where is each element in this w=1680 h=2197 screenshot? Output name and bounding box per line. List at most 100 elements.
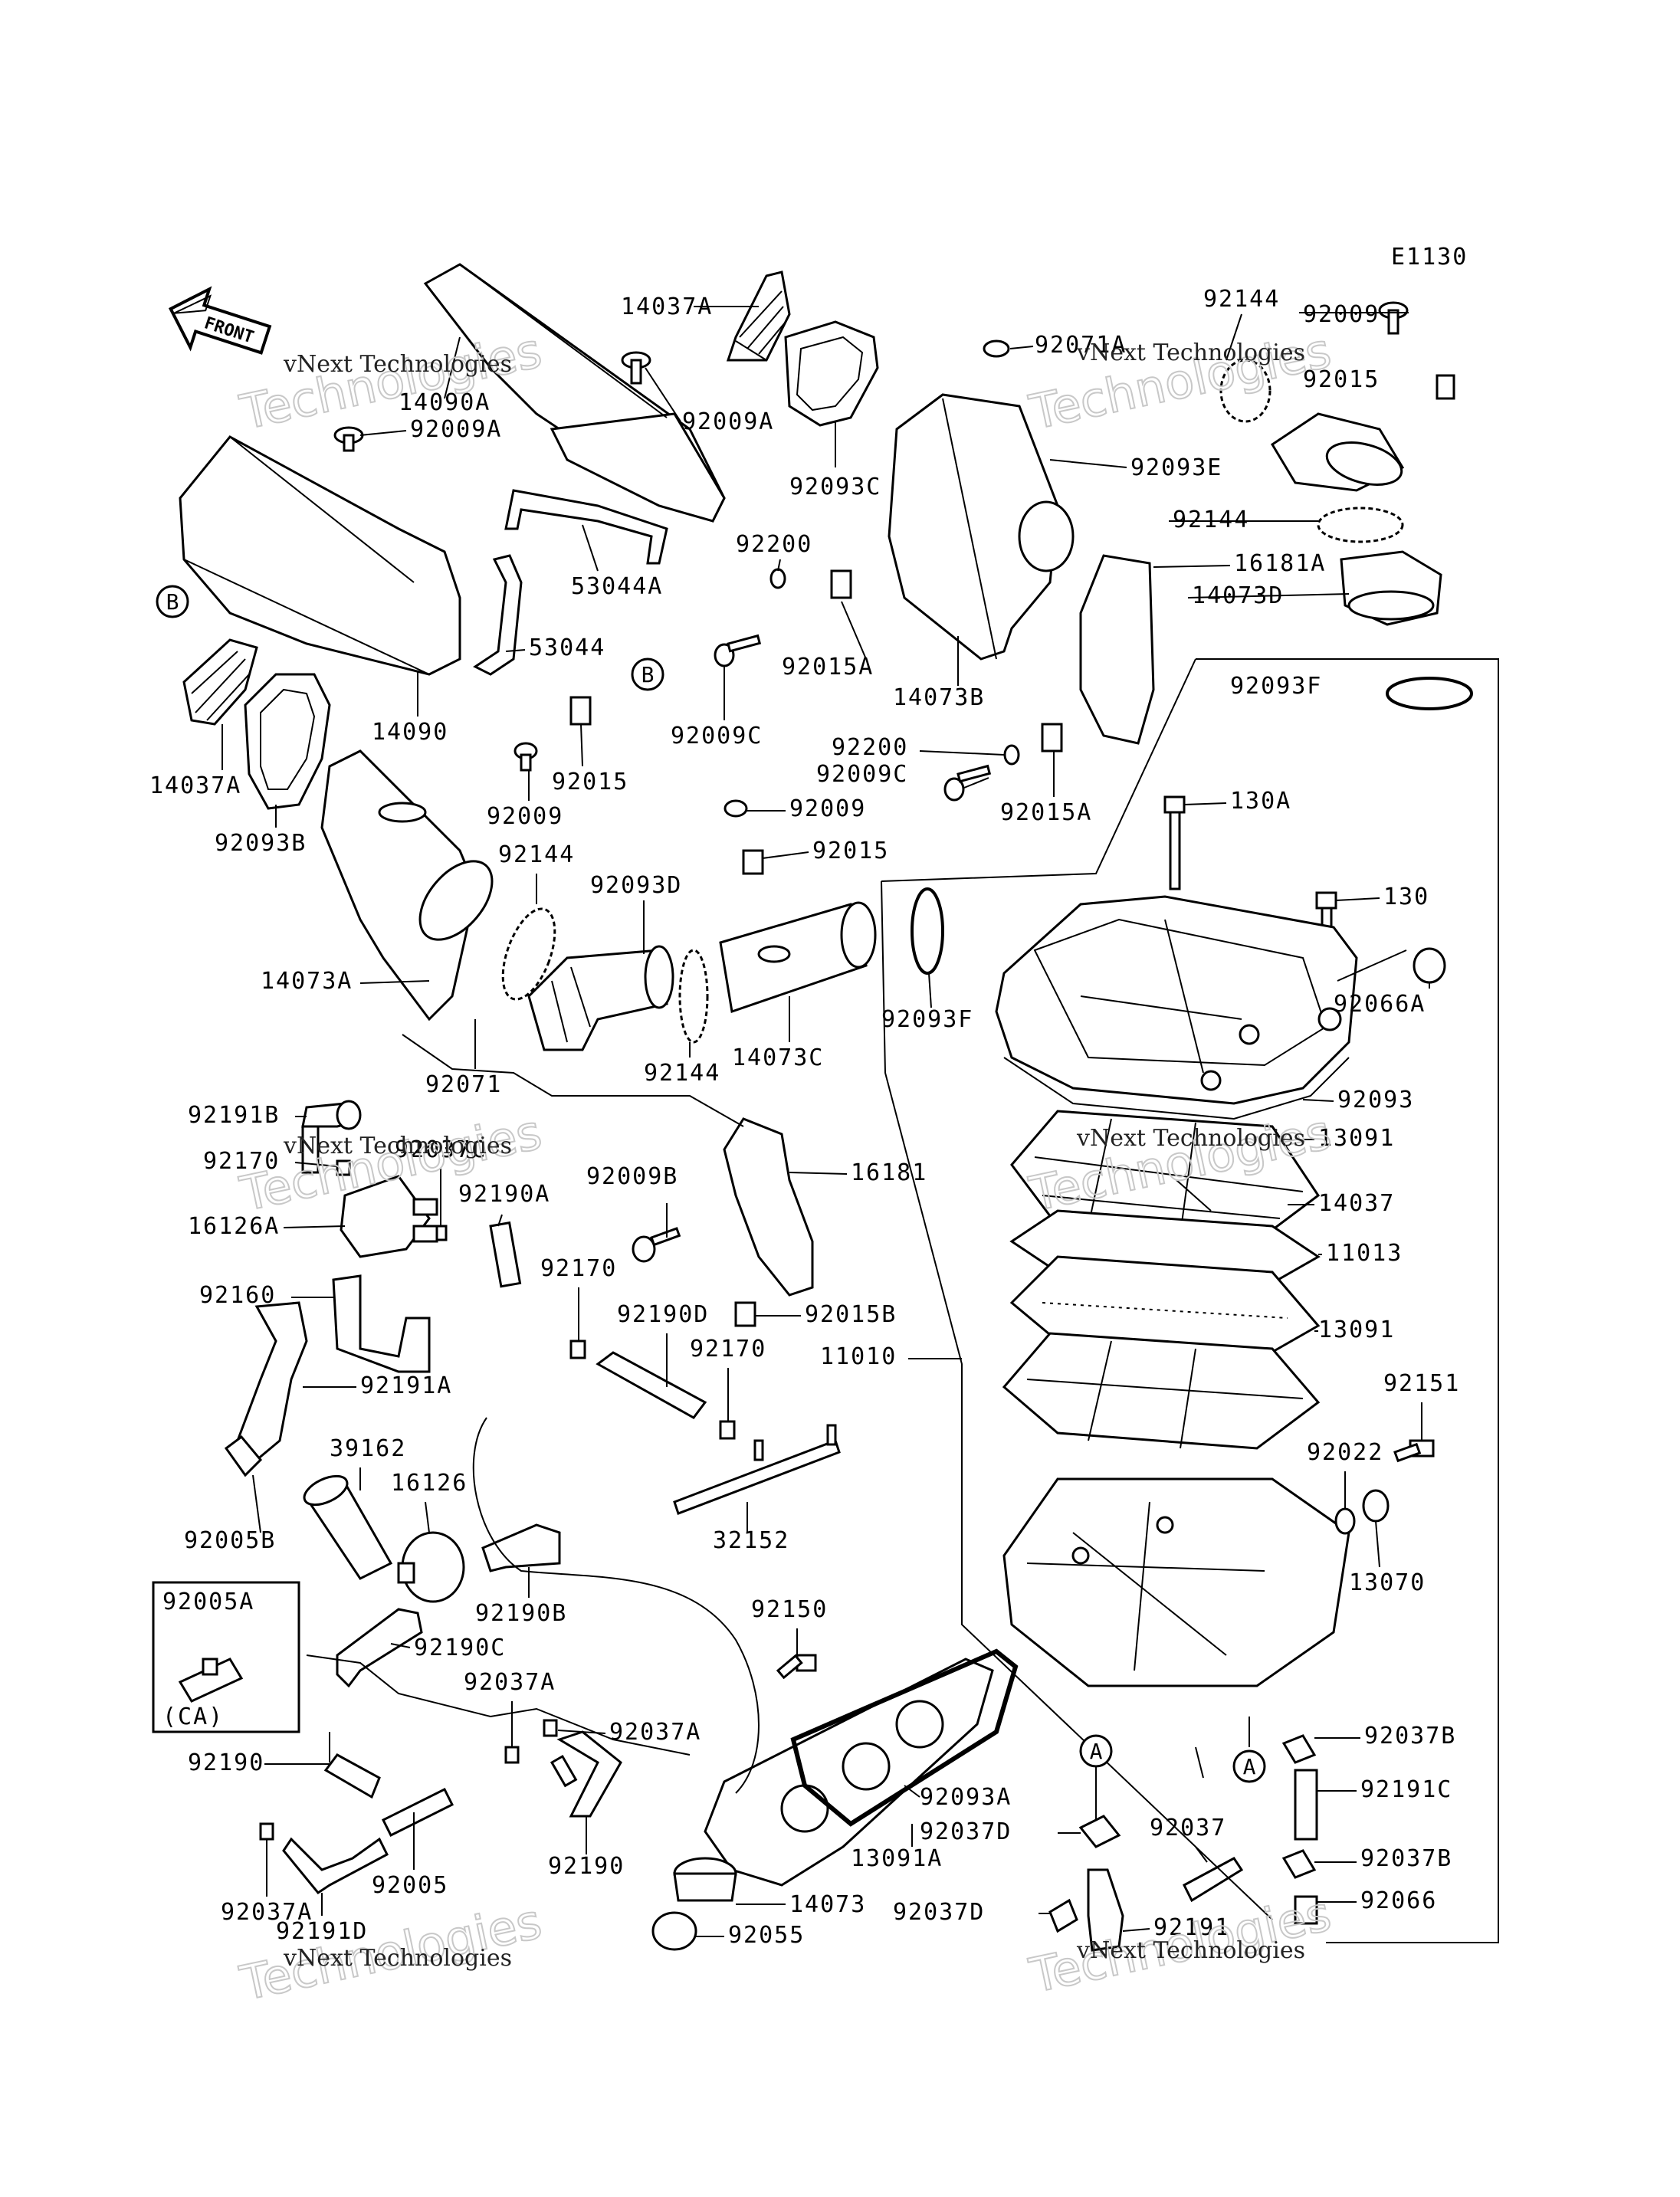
svg-text:vNext Technologies: vNext Technologies [1076, 1125, 1305, 1152]
front-arrow-icon: FRONT [168, 286, 272, 355]
part-label-92022: 92022 [1307, 1439, 1383, 1466]
hose-92190D [596, 1351, 707, 1419]
cover-16181A [1079, 554, 1155, 745]
part-label-92200_a: 92200 [736, 531, 812, 558]
clamp-92170-c [719, 1420, 736, 1440]
hose-92190A [489, 1221, 522, 1288]
part-label-92037B_b: 92037B [1360, 1845, 1452, 1872]
part-label-92055: 92055 [728, 1922, 805, 1949]
seal-92093F-mid [911, 887, 944, 975]
screw-92009C-a [714, 634, 762, 667]
part-label-16181A: 16181A [1234, 550, 1326, 577]
part-label-92005A: 92005A [162, 1589, 254, 1615]
part-label-92015_c: 92015 [812, 838, 889, 864]
callout-B1: B [156, 585, 189, 618]
inset-box-ca [152, 1581, 300, 1733]
clamp-92037B-b [1281, 1849, 1317, 1879]
plug-13070 [1362, 1489, 1390, 1523]
screw-92009-top [1378, 301, 1409, 335]
bracket-53044 [473, 554, 523, 676]
part-label-130A: 130A [1230, 788, 1291, 815]
part-label-14090: 14090 [372, 719, 448, 746]
pipe-32152 [673, 1424, 841, 1515]
part-label-13091_b: 13091 [1318, 1317, 1395, 1343]
part-label-92015_top: 92015 [1303, 366, 1380, 393]
air-cleaner-cover [995, 895, 1358, 1105]
part-label-92009_top: 92009 [1303, 301, 1380, 328]
part-label-92191C: 92191C [1360, 1776, 1452, 1803]
collar-92015B [734, 1301, 756, 1327]
svg-text:vNext Technologies: vNext Technologies [283, 1945, 512, 1972]
part-label-92009A_b: 92009A [410, 416, 502, 443]
part-label-92144_mid: 92144 [1173, 507, 1249, 533]
part-label-92190B: 92190B [475, 1600, 567, 1627]
part-label-92151: 92151 [1383, 1370, 1460, 1397]
part-label-14037A_top: 14037A [621, 293, 713, 320]
part-label-92037B_a: 92037B [1364, 1723, 1456, 1749]
part-label-92071A: 92071A [1035, 332, 1127, 359]
part-label-92005B: 92005B [184, 1527, 276, 1554]
clamp-92037B-a [1281, 1734, 1317, 1764]
part-label-92037A_c: 92037A [221, 1899, 313, 1926]
mesh-13091-b [1002, 1332, 1321, 1450]
part-label-92037D_a: 92037D [920, 1818, 1012, 1845]
part-label-92144_left: 92144 [498, 841, 575, 868]
duct-14090A [423, 263, 726, 523]
clamp-92037C [435, 1225, 448, 1241]
gasket-92093 [1003, 1057, 1350, 1120]
clamp-92037D-b [1048, 1898, 1078, 1933]
part-label-14073C: 14073C [732, 1044, 824, 1071]
bolt-92151 [1393, 1439, 1435, 1463]
bolt-130A [1163, 795, 1186, 890]
part-label-53044: 53044 [529, 635, 605, 661]
part-label-92191D: 92191D [276, 1918, 368, 1945]
seal-92093E [1270, 412, 1405, 492]
part-label-13091A: 13091A [851, 1845, 943, 1872]
duct-14073A [320, 749, 494, 1021]
svg-text:vNext Technologies: vNext Technologies [283, 1133, 512, 1159]
leader-lines [221, 306, 1455, 1937]
part-label-92093A: 92093A [920, 1784, 1012, 1811]
screw-92009A-a [621, 351, 651, 385]
screw-92009A-b [333, 426, 364, 452]
part-label-39162: 39162 [330, 1435, 406, 1462]
joint-92005A [178, 1658, 244, 1703]
part-label-92093: 92093 [1337, 1087, 1414, 1113]
part-label-92037A_a: 92037A [464, 1669, 556, 1696]
collar-92015-c [742, 849, 764, 875]
clamp-92037A-b [543, 1719, 558, 1737]
plug-92066A [1413, 947, 1446, 984]
svg-text:vNext Technologies: vNext Technologies [1076, 1937, 1305, 1964]
clamp-92037D-a [1078, 1815, 1121, 1848]
part-label-13070: 13070 [1349, 1569, 1426, 1596]
hose-92190-a [323, 1732, 381, 1799]
part-label-92009B: 92009B [586, 1163, 678, 1190]
part-label-14073B: 14073B [893, 684, 985, 711]
part-label-92191A: 92191A [360, 1372, 452, 1399]
screw-92009-c [724, 799, 748, 818]
part-label-92015B: 92015B [805, 1301, 897, 1328]
clamp-92144-top [1219, 359, 1271, 423]
seal-92093F-top [1386, 677, 1473, 710]
seal-92093B [244, 673, 331, 810]
part-label-14090A: 14090A [399, 389, 491, 416]
funnel-14073 [673, 1857, 737, 1902]
hose-92190B [481, 1523, 561, 1572]
part-label-92009A_a: 92009A [682, 408, 774, 435]
part-label-92009_mid: 92009 [487, 803, 563, 830]
part-label-16181: 16181 [851, 1159, 927, 1186]
part-label-92093D: 92093D [590, 872, 682, 899]
part-label-92009_c: 92009 [789, 795, 866, 822]
part-label-92093B: 92093B [215, 830, 307, 857]
part-label-16126: 16126 [391, 1470, 468, 1497]
part-label-16126A: 16126A [188, 1213, 280, 1240]
part-label-92005: 92005 [372, 1872, 448, 1899]
cover-16181 [723, 1117, 814, 1297]
collar-92015A-b [1041, 723, 1063, 753]
part-label-CA: (CA) [162, 1703, 224, 1730]
part-label-92191: 92191 [1153, 1914, 1230, 1941]
hose-short-mid [550, 1754, 578, 1788]
